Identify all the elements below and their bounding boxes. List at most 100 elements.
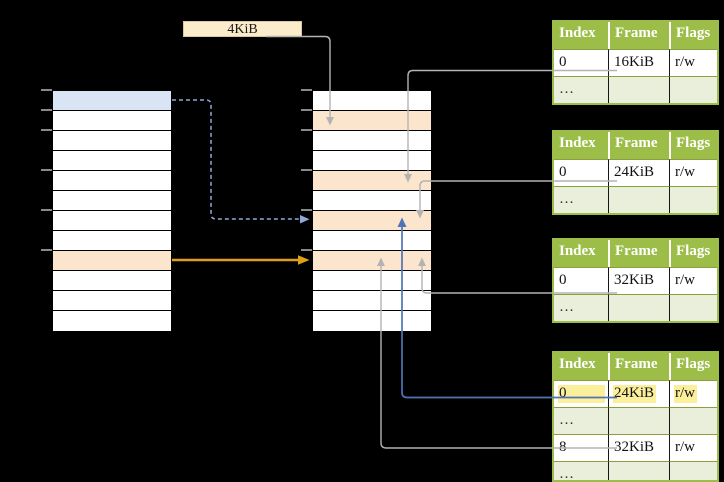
col-header-index: Index — [554, 353, 608, 380]
address-tick — [301, 209, 312, 211]
address-tick — [301, 129, 312, 131]
col-header-frame: Frame — [608, 353, 669, 380]
level2-page-table: Index Frame Flags 0 24KiB r/w … 8 32KiB … — [552, 351, 719, 482]
address-tick — [41, 169, 52, 171]
physical-frame-row — [313, 271, 431, 291]
virtual-page-row — [53, 151, 171, 171]
flags-cell — [669, 76, 717, 103]
highlight: r/w — [674, 385, 697, 403]
virtual-page-row — [53, 271, 171, 291]
flags-cell — [669, 294, 717, 321]
physical-frame-row — [313, 231, 431, 251]
col-header-flags: Flags — [669, 353, 717, 380]
address-tick — [301, 169, 312, 171]
index-cell: 0 — [554, 380, 608, 407]
virtual-page-row — [53, 131, 171, 151]
virtual-page-row — [53, 311, 171, 331]
flags-cell: r/w — [669, 159, 717, 186]
index-cell: 0 — [554, 267, 608, 294]
address-tick — [301, 109, 312, 111]
page-table-row: 8 32KiB r/w — [554, 434, 717, 461]
physical-frame-row — [313, 151, 431, 171]
page-table-row: 0 32KiB r/w — [554, 267, 717, 294]
page-table-frame-row — [313, 211, 431, 231]
highlight: 0 — [558, 385, 605, 403]
frame-cell — [608, 461, 669, 480]
index-cell: 0 — [554, 49, 608, 76]
page-table-row: 0 16KiB r/w — [554, 49, 717, 76]
page-table-frame-row — [313, 111, 431, 131]
physical-frame-row — [313, 191, 431, 211]
page-table-row-ellipsis: … — [554, 294, 717, 321]
frame-cell: 16KiB — [608, 49, 669, 76]
frame-cell: 32KiB — [608, 267, 669, 294]
page-table-row-ellipsis: … — [554, 186, 717, 213]
col-header-frame: Frame — [608, 132, 669, 159]
frame-size-label: 4KiB — [183, 21, 302, 37]
address-tick — [41, 209, 52, 211]
col-header-flags: Flags — [669, 132, 717, 159]
col-header-index: Index — [554, 132, 608, 159]
page-table-row-ellipsis: … — [554, 76, 717, 103]
frame-cell: 32KiB — [608, 434, 669, 461]
virtual-page-row-orange — [53, 251, 171, 271]
virtual-memory-table — [52, 90, 172, 332]
page-table-row-highlighted: 0 24KiB r/w — [554, 380, 717, 407]
col-header-frame: Frame — [608, 22, 669, 49]
virtual-page-row — [53, 111, 171, 131]
frame-cell — [608, 186, 669, 213]
index-cell: … — [554, 461, 608, 480]
virtual-page-row — [53, 211, 171, 231]
physical-frame-row — [313, 311, 431, 331]
frame-cell — [608, 294, 669, 321]
flags-cell — [669, 186, 717, 213]
index-cell: 0 — [554, 159, 608, 186]
address-tick — [301, 249, 312, 251]
flags-cell — [669, 407, 717, 434]
page-table-row-ellipsis: … — [554, 461, 717, 480]
index-cell: … — [554, 76, 608, 103]
physical-frame-row — [313, 131, 431, 151]
arrowhead-right-icon — [300, 215, 310, 224]
physical-memory-table — [312, 90, 432, 332]
col-header-frame: Frame — [608, 240, 669, 267]
frame-cell: 24KiB — [608, 380, 669, 407]
page-table-row-ellipsis: … — [554, 407, 717, 434]
page-table-frame-row — [313, 171, 431, 191]
virtual-page-row — [53, 291, 171, 311]
arrowhead-right-icon — [298, 255, 310, 265]
page-table-3: Index Frame Flags 0 32KiB r/w … — [552, 238, 719, 323]
virtual-page-row — [53, 191, 171, 211]
page-table-header: Index Frame Flags — [554, 132, 717, 159]
frame-cell — [608, 407, 669, 434]
col-header-index: Index — [554, 22, 608, 49]
physical-frame-row — [313, 291, 431, 311]
flags-cell: r/w — [669, 267, 717, 294]
page-table-row: 0 24KiB r/w — [554, 159, 717, 186]
page-table-header: Index Frame Flags — [554, 240, 717, 267]
page-table-2: Index Frame Flags 0 24KiB r/w … — [552, 130, 719, 215]
flags-cell — [669, 461, 717, 480]
virtual-page-row — [53, 171, 171, 191]
flags-cell: r/w — [669, 380, 717, 407]
page-table-header: Index Frame Flags — [554, 353, 717, 380]
virtual-page-row — [53, 231, 171, 251]
index-cell: … — [554, 186, 608, 213]
index-cell: 8 — [554, 434, 608, 461]
flags-cell: r/w — [669, 434, 717, 461]
address-tick — [301, 89, 312, 91]
virtual-page-row-blue — [53, 91, 171, 111]
frame-cell — [608, 76, 669, 103]
index-cell: … — [554, 407, 608, 434]
col-header-flags: Flags — [669, 240, 717, 267]
address-tick — [41, 249, 52, 251]
page-table-1: Index Frame Flags 0 16KiB r/w … — [552, 20, 719, 105]
col-header-index: Index — [554, 240, 608, 267]
col-header-flags: Flags — [669, 22, 717, 49]
address-tick — [41, 109, 52, 111]
physical-frame-row — [313, 91, 431, 111]
arrow-blue-page-translation — [172, 99, 300, 220]
address-tick — [41, 129, 52, 131]
highlight: 24KiB — [613, 385, 657, 403]
